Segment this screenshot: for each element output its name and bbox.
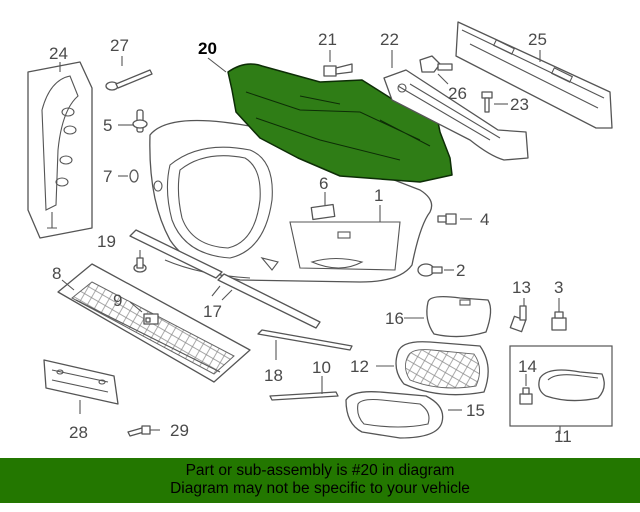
part-25-reinforcement[interactable] bbox=[455, 21, 613, 129]
part-27-rod[interactable] bbox=[105, 69, 153, 91]
part-29-screw[interactable] bbox=[127, 425, 151, 437]
callout-11: 11 bbox=[554, 427, 572, 446]
part-13-bolt[interactable] bbox=[509, 305, 527, 333]
part-23-clip[interactable] bbox=[481, 91, 493, 113]
callout-25: 25 bbox=[528, 30, 547, 49]
callout-6: 6 bbox=[319, 174, 328, 193]
part-22-absorber[interactable] bbox=[383, 69, 529, 161]
part-4-screw[interactable] bbox=[437, 213, 457, 225]
callout-21: 21 bbox=[318, 30, 337, 49]
callout-23: 23 bbox=[510, 95, 529, 114]
callout-10: 10 bbox=[312, 358, 331, 377]
part-17-molding[interactable] bbox=[217, 273, 321, 329]
part-14-clip[interactable] bbox=[519, 387, 533, 405]
part-11-lamp-assembly[interactable] bbox=[509, 345, 613, 427]
part-9-clip[interactable] bbox=[143, 313, 159, 325]
callout-4: 4 bbox=[480, 210, 489, 229]
info-banner: Part or sub-assembly is #20 in diagram D… bbox=[0, 458, 640, 503]
callout-3: 3 bbox=[554, 278, 563, 297]
callout-18: 18 bbox=[264, 366, 283, 385]
part-16-fog-cover[interactable] bbox=[426, 296, 492, 338]
callout-28: 28 bbox=[69, 423, 88, 442]
part-26-bolt[interactable] bbox=[419, 55, 453, 73]
part-3-nut[interactable] bbox=[551, 311, 567, 331]
callout-13: 13 bbox=[512, 278, 531, 297]
banner-line-2: Diagram may not be specific to your vehi… bbox=[170, 480, 470, 497]
callout-5: 5 bbox=[103, 116, 112, 135]
part-18-strip[interactable] bbox=[257, 329, 353, 351]
part-21-bolt[interactable] bbox=[323, 63, 353, 77]
callout-16: 16 bbox=[385, 309, 404, 328]
callout-15: 15 bbox=[466, 401, 485, 420]
part-19-clip[interactable] bbox=[133, 257, 147, 273]
part-15-fog-bezel[interactable] bbox=[345, 391, 444, 439]
part-2-push-clip[interactable] bbox=[417, 263, 443, 277]
part-upper-molding[interactable] bbox=[129, 229, 223, 279]
part-5-clip[interactable] bbox=[132, 109, 148, 133]
callout-27: 27 bbox=[110, 36, 129, 55]
callout-14: 14 bbox=[518, 357, 537, 376]
part-12-fog-grille[interactable] bbox=[395, 341, 489, 396]
callout-12: 12 bbox=[350, 357, 369, 376]
callout-2: 2 bbox=[456, 261, 465, 280]
banner-line-1: Part or sub-assembly is #20 in diagram bbox=[185, 462, 455, 479]
callout-29: 29 bbox=[170, 421, 189, 440]
callout-24: 24 bbox=[49, 44, 68, 63]
callout-9: 9 bbox=[113, 291, 122, 310]
part-10-trim-strip[interactable] bbox=[269, 391, 339, 401]
callout-20: 20 bbox=[198, 39, 217, 58]
parts-diagram: 24 27 5 7 6 1 20 bbox=[27, 21, 613, 446]
callout-8: 8 bbox=[52, 264, 61, 283]
callout-7: 7 bbox=[103, 167, 112, 186]
part-28-license-bracket[interactable] bbox=[43, 359, 119, 405]
callout-26: 26 bbox=[448, 84, 467, 103]
callout-22: 22 bbox=[380, 30, 399, 49]
part-24-side-bracket[interactable] bbox=[27, 61, 93, 239]
callout-19: 19 bbox=[97, 232, 116, 251]
callout-17: 17 bbox=[203, 302, 222, 321]
callout-1: 1 bbox=[374, 186, 383, 205]
part-20-undertray[interactable] bbox=[227, 63, 453, 183]
part-7-grommet[interactable] bbox=[129, 169, 139, 183]
